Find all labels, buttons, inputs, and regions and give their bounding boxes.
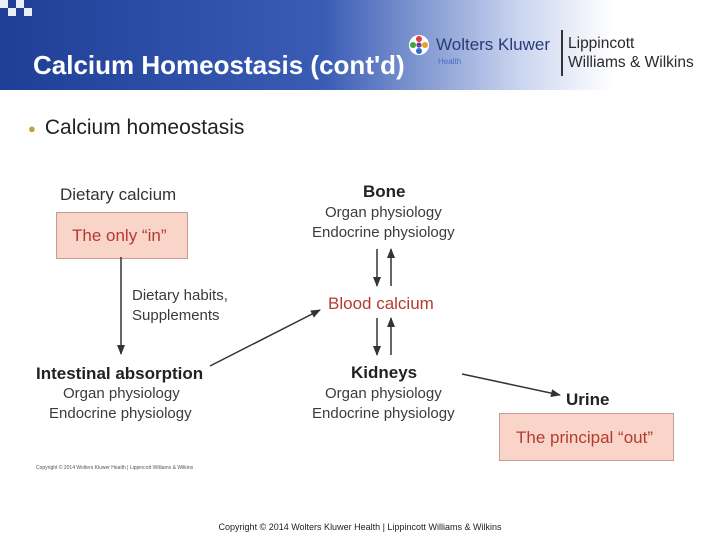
wolters-kluwer-logo: Wolters Kluwer Health	[408, 30, 550, 66]
bone-label: Bone	[363, 182, 406, 201]
principal-out-box	[499, 413, 674, 461]
kidneys-label: Kidneys	[351, 363, 418, 382]
slide-title: Calcium Homeostasis (cont'd)	[33, 50, 405, 80]
publisher-subbrand: Health	[438, 57, 462, 66]
arrow-kidneys-to-urine	[461, 373, 561, 398]
bullet-dot-icon: ●	[28, 120, 36, 136]
bone-endocrine-label: Endocrine physiology	[312, 224, 455, 241]
dietary-habits-label: Dietary habits,	[132, 287, 228, 304]
principal-out-label: The principal “out”	[516, 428, 654, 447]
header-checker-pattern	[0, 0, 34, 20]
intestine-organ-label: Organ physiology	[63, 385, 180, 402]
urine-label: Urine	[566, 390, 610, 409]
imprint-line-2: Williams & Wilkins	[568, 54, 694, 71]
only-in-box	[56, 212, 188, 259]
figure-copyright: Copyright © 2014 Wolters Kluwer Health |…	[36, 465, 194, 471]
lww-logo: Lippincott Williams & Wilkins	[568, 34, 694, 72]
blood-calcium-label: Blood calcium	[328, 294, 434, 313]
arrow-intestine-to-blood	[209, 309, 321, 367]
wolters-kluwer-globe-icon	[409, 35, 429, 55]
kidneys-endocrine-label: Endocrine physiology	[312, 405, 455, 422]
publisher-name: Wolters Kluwer	[436, 35, 550, 54]
intestinal-absorption-label: Intestinal absorption	[36, 364, 204, 383]
intestine-endocrine-label: Endocrine physiology	[49, 405, 192, 422]
dietary-calcium-label: Dietary calcium	[60, 185, 177, 204]
imprint-line-1: Lippincott	[568, 35, 635, 52]
bone-organ-label: Organ physiology	[325, 204, 442, 221]
slide-footer-copyright: Copyright © 2014 Wolters Kluwer Health |…	[218, 522, 502, 532]
kidneys-organ-label: Organ physiology	[325, 385, 442, 402]
bullet-item: ● Calcium homeostasis	[28, 116, 244, 140]
bullet-text: Calcium homeostasis	[44, 116, 245, 139]
slide-header	[0, 0, 720, 90]
logo-divider	[561, 30, 563, 76]
supplements-label: Supplements	[132, 307, 220, 324]
only-in-label: The only “in”	[72, 226, 167, 245]
